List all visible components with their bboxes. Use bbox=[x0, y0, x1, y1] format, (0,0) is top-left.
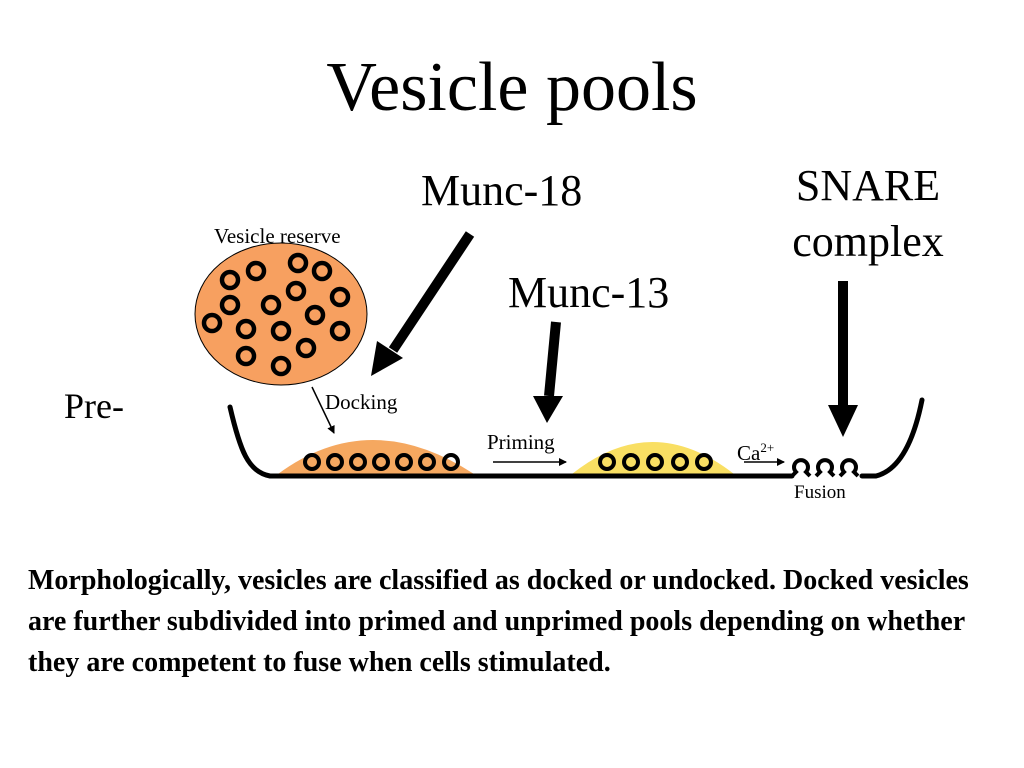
docked-vesicle bbox=[418, 453, 436, 471]
thin-arrows bbox=[311, 386, 785, 466]
docked-vesicle bbox=[442, 453, 460, 471]
fusing-vesicles bbox=[790, 458, 860, 478]
reserve-vesicles bbox=[201, 252, 351, 377]
primed-vesicle bbox=[622, 453, 640, 471]
reserve-vesicle bbox=[235, 345, 257, 367]
reserve-vesicle bbox=[245, 260, 267, 282]
reserve-vesicle bbox=[219, 294, 241, 316]
calcium-label: Ca2+ bbox=[737, 436, 774, 465]
reserve-vesicle bbox=[311, 260, 333, 282]
reserve-vesicle bbox=[201, 312, 223, 334]
reserve-vesicle bbox=[304, 304, 326, 326]
vesicle-reserve-blob bbox=[194, 242, 368, 386]
reserve-vesicle bbox=[329, 286, 351, 308]
slide-caption: Morphologically, vesicles are classified… bbox=[28, 565, 969, 678]
snare-arrowhead bbox=[828, 405, 858, 437]
slide-title: Vesicle pools bbox=[326, 49, 698, 126]
presynaptic-membrane bbox=[227, 404, 795, 479]
primed-vesicles bbox=[598, 453, 713, 471]
primed-vesicle bbox=[646, 453, 664, 471]
docked-vesicles bbox=[303, 453, 460, 471]
priming-label: Priming bbox=[487, 430, 555, 454]
reserve-vesicle bbox=[219, 269, 241, 291]
presynaptic-membrane-right bbox=[859, 397, 925, 479]
reserve-vesicle bbox=[270, 355, 292, 377]
munc18-arrowhead bbox=[371, 341, 403, 376]
reserve-vesicle bbox=[329, 320, 351, 342]
fusing-vesicle bbox=[838, 458, 860, 478]
reserve-vesicle bbox=[295, 337, 317, 359]
primed-vesicle bbox=[695, 453, 713, 471]
vesicle-reserve-label: Vesicle reserve bbox=[214, 224, 341, 248]
snare-complex-label: SNARE complex bbox=[770, 158, 966, 270]
reserve-vesicle bbox=[287, 252, 309, 274]
docked-vesicle bbox=[395, 453, 413, 471]
fusion-label: Fusion bbox=[794, 482, 846, 503]
docked-vesicle bbox=[349, 453, 367, 471]
primed-vesicle bbox=[671, 453, 689, 471]
snare-label-line2: complex bbox=[792, 217, 944, 266]
fusing-vesicle bbox=[814, 458, 836, 478]
reserve-vesicle bbox=[260, 294, 282, 316]
docked-vesicle bbox=[303, 453, 321, 471]
fusing-vesicle bbox=[790, 458, 812, 478]
reserve-vesicle bbox=[270, 320, 292, 342]
docking-arrow bbox=[311, 386, 335, 434]
snare-label-line1: SNARE bbox=[795, 161, 941, 210]
munc13-arrow bbox=[544, 321, 561, 397]
munc13-label: Munc-13 bbox=[508, 268, 670, 317]
munc18-label: Munc-18 bbox=[421, 166, 583, 215]
munc13-arrowhead bbox=[533, 396, 563, 423]
reserve-vesicle bbox=[235, 318, 257, 340]
pre-label: Pre- bbox=[64, 386, 124, 426]
docked-vesicle bbox=[372, 453, 390, 471]
docked-vesicle bbox=[326, 453, 344, 471]
primed-vesicle bbox=[598, 453, 616, 471]
calcium-symbol: Ca bbox=[737, 441, 761, 465]
reserve-vesicle bbox=[285, 280, 307, 302]
thick-arrows bbox=[371, 231, 858, 437]
munc18-arrow bbox=[388, 231, 475, 353]
docking-label: Docking bbox=[325, 390, 398, 414]
calcium-charge: 2+ bbox=[760, 440, 775, 455]
